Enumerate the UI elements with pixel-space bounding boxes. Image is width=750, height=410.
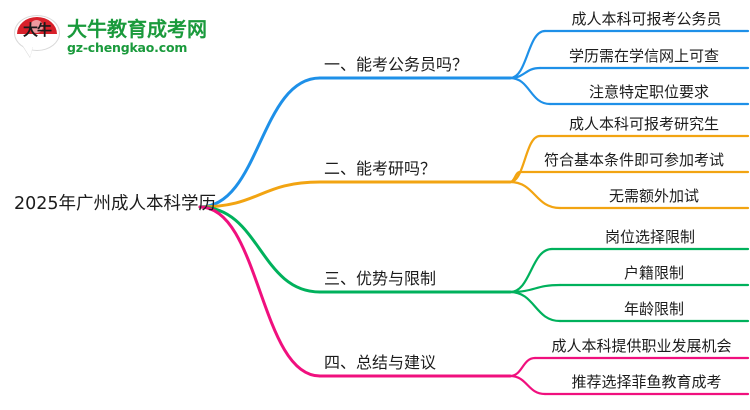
branch-4-trunk (198, 205, 322, 378)
branch-3-leaf-2-label: 户籍限制 (623, 264, 684, 282)
logo-bubble-tail (23, 46, 33, 57)
logo-bubble-icon: 大牛 (14, 15, 60, 57)
branch-4-leaf-2-connector (508, 374, 547, 396)
branch-1-leaf-3-label: 注意特定职位要求 (588, 83, 709, 101)
branch-4-leaf-1-label: 成人本科提供职业发展机会 (551, 337, 732, 355)
branch-4-label: 四、总结与建议 (324, 353, 437, 372)
branch-2-leaf-3-connector (508, 180, 562, 210)
logo-mark-text: 大牛 (22, 21, 52, 39)
branch-2-leaf-2-label: 符合基本条件即可参加考试 (543, 151, 724, 169)
branch-2-trunk (198, 180, 322, 209)
branch-2-leaf-1-label: 成人本科可报考研究生 (568, 115, 719, 133)
branch-1-leaf-3-connector (508, 76, 552, 106)
branch-3-label: 三、优势与限制 (324, 269, 437, 288)
branch-3-leaf-3-label: 年龄限制 (623, 300, 684, 318)
logo-red-arc (17, 17, 57, 34)
site-logo: 大牛 大牛教育成考网 gz-chengkao.com (14, 10, 224, 62)
logo-wordmark: 大牛教育成考网 gz-chengkao.com (67, 18, 207, 55)
branch-3-trunk (198, 205, 322, 294)
branch-2-label: 二、能考研吗？ (324, 159, 437, 178)
branch-1-leaf-1-label: 成人本科可报考公务员 (571, 10, 722, 28)
branch-4-leaf-2-label: 推荐选择菲鱼教育成考 (571, 373, 722, 391)
branch-1-leaf-2-connector (508, 66, 542, 80)
branch-1-leaf-2-label: 学历需在学信网上可查 (568, 47, 719, 65)
branch-4-leaf-1-connector (508, 356, 537, 378)
logo-url: gz-chengkao.com (67, 39, 188, 55)
branch-2-leaf-3-label: 无需额外加试 (608, 187, 699, 205)
branch-3-leaf-1-label: 岗位选择限制 (604, 228, 695, 246)
branch-3-leaf-3-connector (508, 290, 562, 323)
logo-brand-name: 大牛教育成考网 (67, 16, 207, 41)
branch-1-trunk (198, 76, 322, 209)
mindmap-root-label: 2025年广州成人本科学历 (14, 194, 217, 214)
branch-1-label: 一、能考公务员吗？ (324, 55, 469, 74)
